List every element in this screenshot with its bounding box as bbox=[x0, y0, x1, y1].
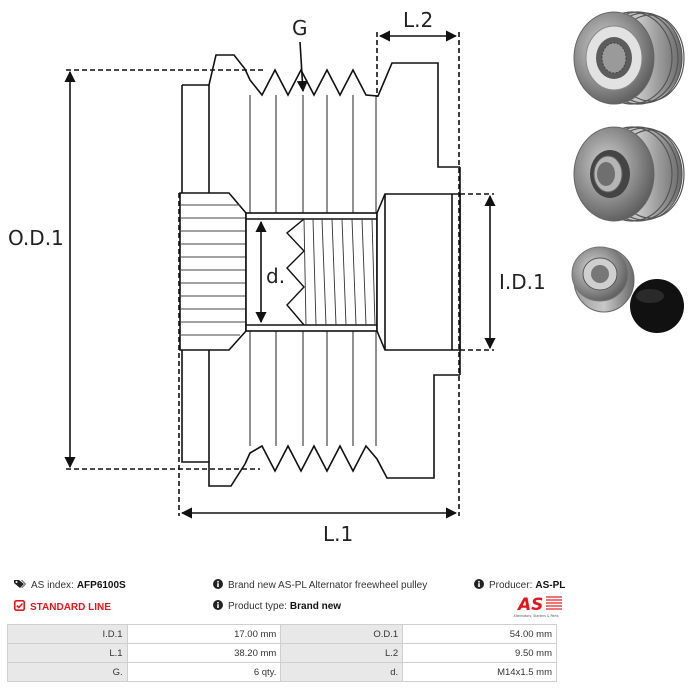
svg-text:Alternators, Starters & Parts: Alternators, Starters & Parts bbox=[514, 614, 559, 618]
l2-label: L.2 bbox=[403, 8, 433, 32]
product-photos bbox=[560, 0, 689, 340]
technical-drawing: G L.2 O.D.1 d. I.D.1 L.1 bbox=[8, 8, 546, 546]
product-description: Brand new AS-PL Alternator freewheel pul… bbox=[213, 579, 427, 592]
info-icon bbox=[213, 600, 223, 613]
product-type: Product type:Brand new bbox=[213, 600, 341, 613]
spec-key: L.1 bbox=[7, 643, 128, 663]
groove-profile-bottom bbox=[244, 374, 460, 479]
as-pl-logo: AS Alternators, Starters & Parts bbox=[514, 595, 562, 618]
od1-label: O.D.1 bbox=[8, 226, 64, 250]
spec-key: I.D.1 bbox=[7, 624, 128, 644]
right-hub bbox=[376, 193, 461, 351]
specs-table: I.D.1 17.00 mm O.D.1 54.00 mm L.1 38.20 … bbox=[7, 624, 557, 682]
standard-line-badge: STANDARD LINE bbox=[14, 600, 111, 614]
spec-key: G. bbox=[7, 662, 128, 682]
as-index: AS index:AFP6100S bbox=[14, 579, 126, 592]
photo-front[interactable] bbox=[570, 5, 685, 120]
l1-label: L.1 bbox=[323, 522, 353, 546]
groove-label: G bbox=[292, 16, 308, 40]
spec-key: O.D.1 bbox=[280, 624, 404, 644]
left-flange bbox=[182, 54, 246, 86]
product-type-value: Brand new bbox=[289, 601, 342, 612]
groove-profile-top bbox=[244, 62, 460, 168]
spec-value: M14x1.5 mm bbox=[402, 662, 557, 682]
id1-label: I.D.1 bbox=[499, 270, 546, 294]
table-row: I.D.1 17.00 mm O.D.1 54.00 mm bbox=[7, 624, 557, 644]
spec-value: 54.00 mm bbox=[402, 624, 557, 644]
spec-value: 6 qty. bbox=[126, 662, 282, 682]
spec-key: L.2 bbox=[280, 643, 404, 663]
table-row: L.1 38.20 mm L.2 9.50 mm bbox=[7, 643, 557, 663]
table-row: G. 6 qty. d. M14x1.5 mm bbox=[7, 662, 557, 682]
thread-label: d. bbox=[266, 264, 285, 288]
producer-value: AS-PL bbox=[535, 580, 566, 591]
thread-profile bbox=[285, 218, 305, 326]
as-index-value: AFP6100S bbox=[76, 580, 126, 591]
producer: Producer:AS-PL bbox=[474, 579, 565, 592]
tags-icon bbox=[14, 579, 26, 592]
svg-text:AS: AS bbox=[516, 595, 543, 615]
checkbox-icon bbox=[14, 600, 25, 614]
info-icon bbox=[213, 579, 223, 592]
spline-hub bbox=[179, 192, 247, 351]
photo-with-cap[interactable] bbox=[570, 240, 685, 335]
photo-rear[interactable] bbox=[570, 118, 685, 233]
spec-value: 17.00 mm bbox=[126, 624, 282, 644]
groove-pointer bbox=[296, 41, 308, 93]
spec-value: 9.50 mm bbox=[402, 643, 557, 663]
spec-key: d. bbox=[280, 662, 404, 682]
spec-value: 38.20 mm bbox=[126, 643, 282, 663]
dust-cap bbox=[630, 279, 684, 333]
info-icon bbox=[474, 579, 484, 592]
